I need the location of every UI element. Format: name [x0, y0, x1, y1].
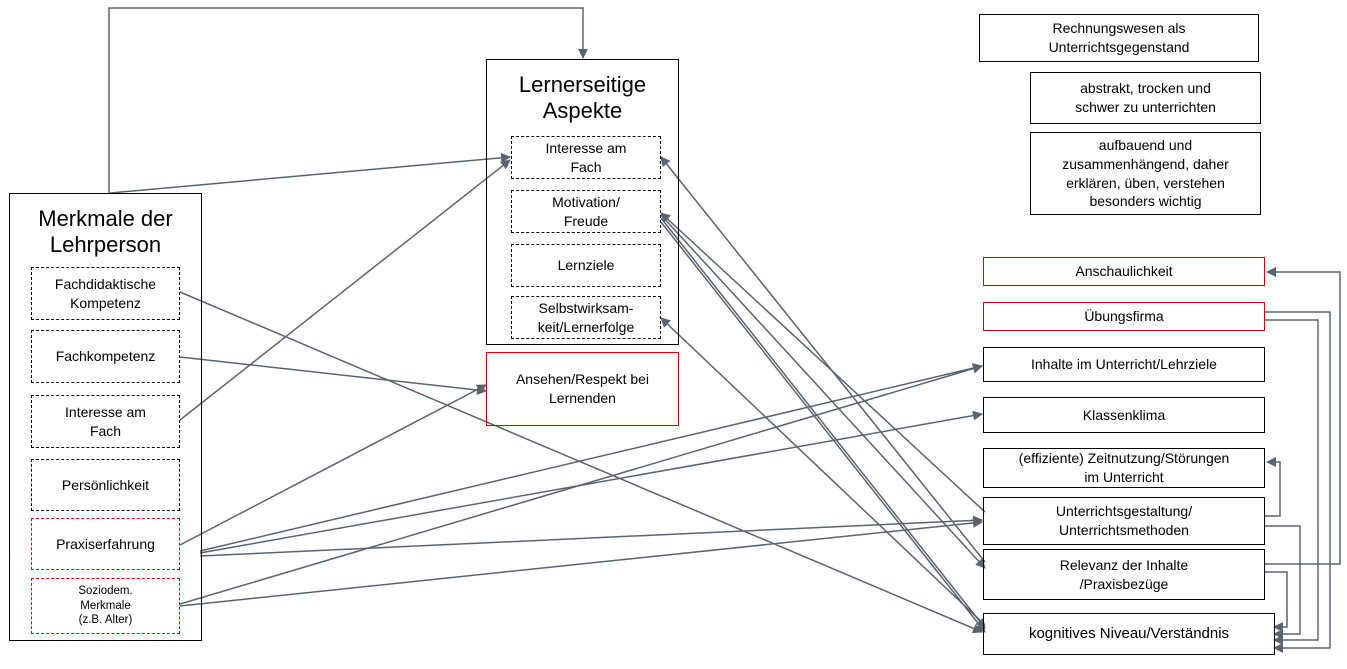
subject-item-abstract: abstrakt, trocken und schwer zu unterric…	[1030, 72, 1261, 124]
learner-title: Lernerseitige Aspekte	[518, 72, 647, 124]
learner-item-selbst: Selbstwirksam- keit/Lernerfolge	[511, 296, 661, 339]
arrow-praxis-to-respect	[179, 384, 487, 546]
arrow-fachkompetenz-to-respect	[179, 356, 487, 395]
teacher-title: Merkmale der Lehrperson	[38, 206, 173, 258]
arrow-fachdidaktik-to-kognitiv	[179, 291, 983, 634]
arrow-soziodem-to-inhalte	[179, 363, 983, 605]
learner-item-lernziele: Lernziele	[511, 244, 661, 287]
arrow-gestalt-to-zeit	[1265, 457, 1281, 517]
arrow-interesse-to-l-interesse	[179, 159, 511, 421]
subject-item-aufbauend: aufbauend und zusammenhängend, daher erk…	[1030, 132, 1261, 215]
outcome-klassenklima: Klassenklima	[983, 397, 1265, 433]
teacher-item-praxis: Praxiserfahrung	[31, 518, 180, 570]
arrow-praxis-to-klima	[199, 410, 983, 554]
subject-title-box: Rechnungswesen als Unterrichtsgegenstand	[979, 14, 1259, 62]
arrow-teacher-to-l-interesse	[109, 152, 511, 194]
learner-item-motivation: Motivation/ Freude	[511, 190, 661, 233]
outcome-anschaulichkeit: Anschaulichkeit	[983, 257, 1265, 286]
arrow-soziodem-to-gestalt	[179, 517, 983, 607]
arrow-relevanz-to-l-interesse	[660, 156, 986, 563]
arrow-kognitiv-to-l-selbst	[660, 317, 986, 626]
learner-item-interesse: Interesse am Fach	[511, 136, 661, 179]
arrow-gestalt-to-l-motivation	[660, 212, 986, 513]
teacher-item-interesse: Interesse am Fach	[31, 395, 180, 448]
arrow-praxis-to-inhalte	[199, 363, 983, 552]
outcome-relevanz: Relevanz der Inhalte /Praxisbezüge	[983, 549, 1265, 600]
arrow-uebung-to-kognitiv-b	[1265, 319, 1319, 645]
arrow-praxis-to-gestalt	[199, 515, 983, 557]
outcome-zeitnutzung: (effiziente) Zeitnutzung/Störungen im Un…	[983, 448, 1265, 488]
teacher-container: Merkmale der Lehrperson	[9, 193, 202, 641]
teacher-item-soziodem: Soziodem. Merkmale (z.B. Alter)	[31, 578, 180, 634]
outcome-uebungsfirma: Übungsfirma	[983, 302, 1265, 331]
arrow-teacher-to-learner-top	[108, 7, 588, 193]
arrow-motivation-to-kognitiv-2	[660, 221, 986, 633]
respect-box: Ansehen/Respekt bei Lernenden	[486, 352, 679, 426]
arrow-relevanz-to-anschau	[1265, 267, 1341, 565]
teacher-item-fachkompetenz: Fachkompetenz	[31, 330, 180, 383]
outcome-inhalte: Inhalte im Unterricht/Lehrziele	[983, 347, 1265, 382]
outcome-kognitiv: kognitives Niveau/Verständnis	[983, 613, 1275, 655]
teacher-item-persoenlichkeit: Persönlichkeit	[31, 459, 180, 511]
arrow-motivation-to-kognitiv	[660, 217, 986, 629]
arrow-uebung-to-kognitiv-a	[1265, 311, 1331, 653]
outcome-unterrichtsgestaltung: Unterrichtsgestaltung/ Unterrichtsmethod…	[983, 497, 1265, 545]
teacher-item-fachdidaktik: Fachdidaktische Kompetenz	[31, 267, 180, 320]
arrow-relevanz-to-kognitiv	[1265, 571, 1288, 632]
arrow-motivation-to-relevanz	[660, 214, 986, 569]
learner-container: Lernerseitige Aspekte	[486, 59, 679, 345]
arrow-gestalt-to-kognitiv	[1265, 525, 1301, 639]
